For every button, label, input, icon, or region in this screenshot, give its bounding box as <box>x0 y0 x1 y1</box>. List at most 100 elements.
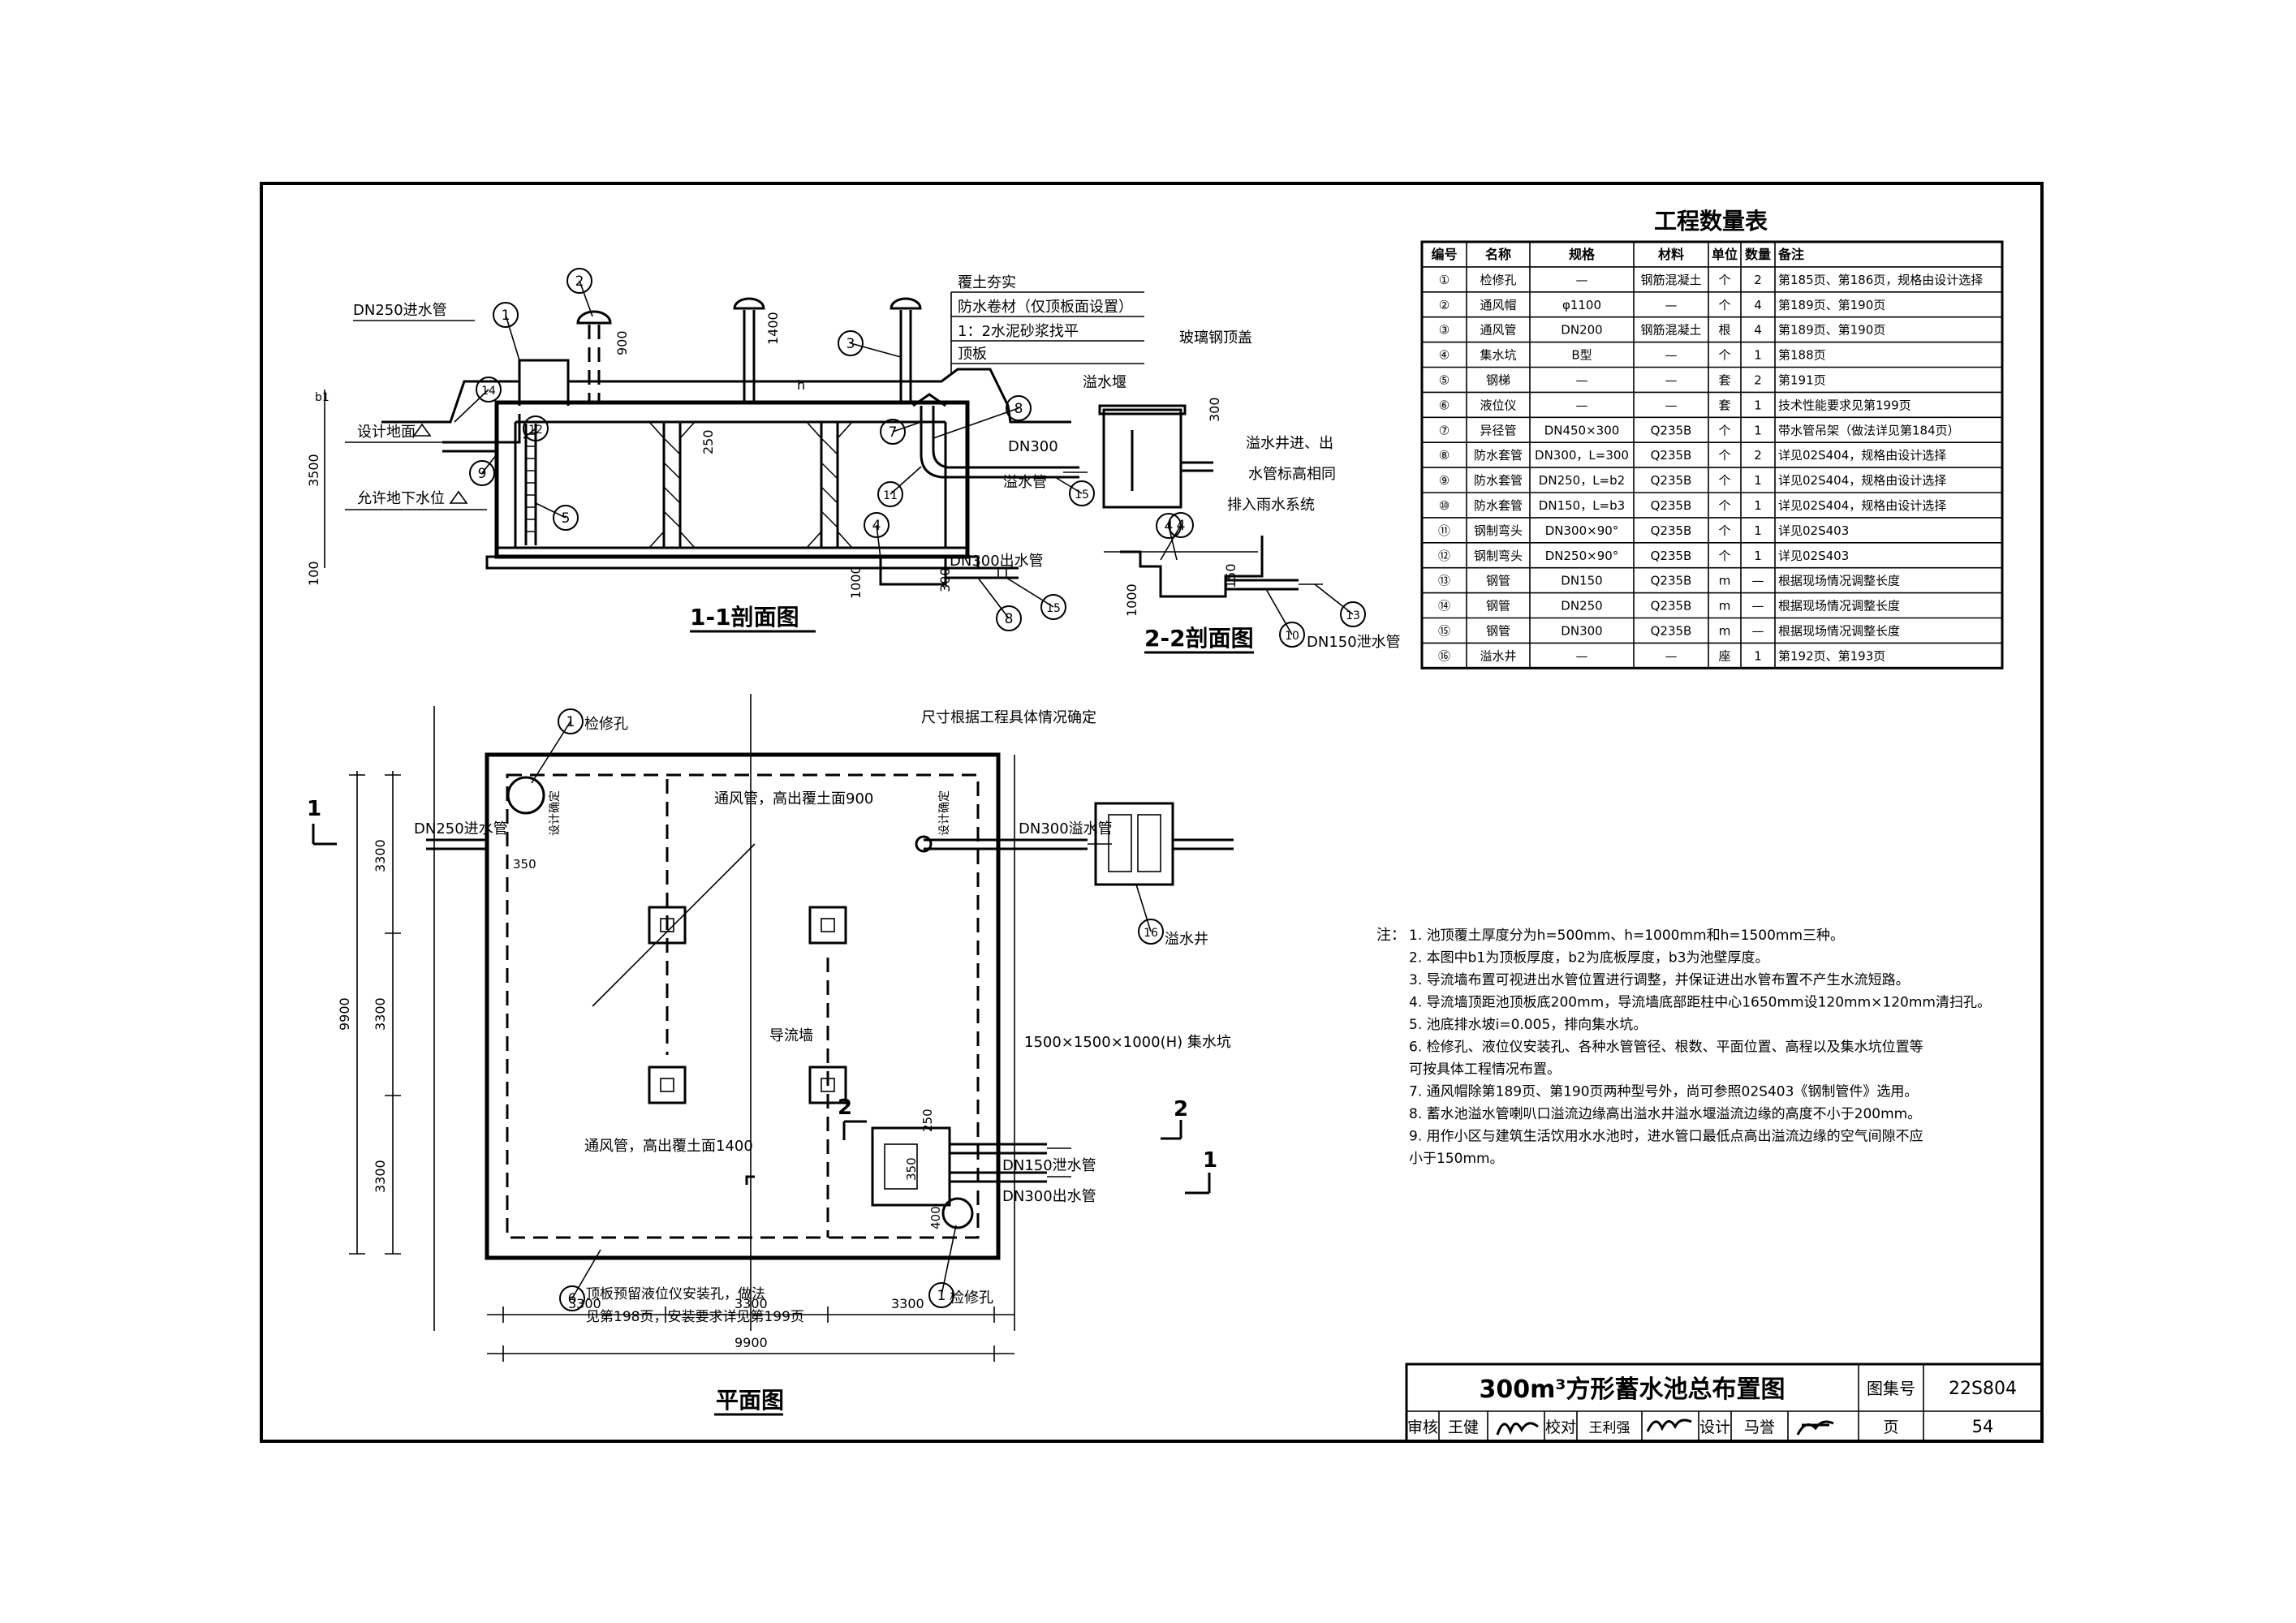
callout-circle <box>928 1282 954 1308</box>
table-cell: 钢管 <box>1486 574 1510 588</box>
callout-number: 15 <box>1046 602 1061 615</box>
note-line: 可按具体工程情况布置。 <box>1409 1061 1561 1078</box>
callout-circle <box>1340 601 1366 627</box>
review-label: 审核 <box>1407 1419 1438 1436</box>
callout-circle <box>559 1285 585 1311</box>
table-cell: 异径管 <box>1480 423 1516 437</box>
table-cell: Q235B <box>1651 423 1692 437</box>
table-cell: 第185页、第186页，规格由设计选择 <box>1778 273 1983 287</box>
callout-circle <box>558 708 584 734</box>
table-cell: ⑥ <box>1439 398 1450 412</box>
level-note: 顶板预留液位仪安装孔，做法 <box>586 1286 765 1302</box>
reviewer-signature <box>1496 1422 1539 1436</box>
callout-number: 12 <box>528 424 543 437</box>
to-well-label: 水管标高相同 <box>1248 466 1336 483</box>
table-cell: 4 <box>1754 323 1762 338</box>
table-cell: 防水套管 <box>1474 448 1523 463</box>
table-cell: 钢管 <box>1486 599 1510 613</box>
table-cell: 1 <box>1754 648 1762 663</box>
table-cell: 详见02S403 <box>1778 523 1849 538</box>
table-cell: ③ <box>1439 323 1450 338</box>
table-cell: Q235B <box>1651 549 1692 563</box>
atlas-number: 22S804 <box>1949 1379 2017 1399</box>
table-cell: ⑯ <box>1438 648 1450 663</box>
table-cell: φ1100 <box>1562 298 1601 312</box>
manhole-label: 检修孔 <box>950 1289 993 1307</box>
callout-circle <box>880 419 906 445</box>
table-cell: 2 <box>1754 273 1762 287</box>
inlet-pipe-label: DN250进水管 <box>353 302 447 319</box>
dim-label: 3500 <box>306 454 321 487</box>
dim-label: 150 <box>1223 563 1238 588</box>
table-cell: Q235B <box>1651 574 1692 588</box>
callout-leader <box>890 466 922 495</box>
section-2-2-outline <box>1120 536 1264 598</box>
table-cell: 1 <box>1754 523 1762 538</box>
table-cell: — <box>1665 648 1678 663</box>
table-cell: Q235B <box>1651 448 1692 463</box>
callout-circle <box>864 512 890 538</box>
callout-circle <box>1069 480 1095 506</box>
size-note: 尺寸根据工程具体情况确定 <box>921 709 1096 726</box>
note-line: 8. 蓄水池溢水管喇叭口溢流边缘高出溢水井溢水堰溢流边缘的高度不小于200mm。 <box>1409 1106 1921 1122</box>
dim-label: 300 <box>1207 397 1222 422</box>
callout-circle <box>493 302 519 328</box>
table-cell: ① <box>1439 273 1450 287</box>
section-mark: 2 <box>838 1096 852 1120</box>
atlas-label: 图集号 <box>1867 1379 1915 1398</box>
callout-leader <box>850 342 902 358</box>
dim-label: 3300 <box>373 1160 388 1193</box>
checker-signature <box>1646 1419 1692 1432</box>
table-cell: 4 <box>1754 298 1762 312</box>
dim-label: 250 <box>920 1109 935 1132</box>
table-cell: ⑫ <box>1438 549 1450 563</box>
dim-label: 1000 <box>1124 583 1139 617</box>
section-2-2: 1000 150 DN150泄水管 2-2剖面图 <box>1104 536 1401 654</box>
callout-number: 1 <box>566 714 575 730</box>
table-cell: B型 <box>1571 348 1592 363</box>
plan-view: 3300 3300 3300 9900 3300 3300 3300 9900 … <box>307 694 1234 1416</box>
vent-cap-icon <box>890 297 922 403</box>
design-fix-label: 设计确定 <box>549 790 562 836</box>
table-cell: — <box>1576 648 1588 663</box>
outlet-pipe-plan-label: DN300出水管 <box>1002 1188 1096 1205</box>
table-cell: DN450×300 <box>1544 423 1620 437</box>
vent-900-label: 通风管，高出覆土面900 <box>714 790 873 807</box>
dim-label: 250 <box>700 429 716 454</box>
dim-label: 9900 <box>734 1335 768 1350</box>
layer-label: 顶板 <box>958 346 987 363</box>
overflow-well-label: 溢水井 <box>1165 931 1208 948</box>
design-label: 设计 <box>1699 1419 1730 1436</box>
callout-leader <box>523 428 536 439</box>
table-header-cell: 名称 <box>1485 247 1511 262</box>
table-cell: 根据现场情况调整长度 <box>1778 574 1900 588</box>
note-line: 9. 用作小区与建筑生活饮用水水池时，进水管口最低点高出溢流边缘的空气间隙不应 <box>1409 1129 1923 1145</box>
table-header-cell: 规格 <box>1569 247 1596 262</box>
layer-label: 1：2水泥砂浆找平 <box>958 323 1079 340</box>
column-left <box>648 420 696 549</box>
manhole-label: 检修孔 <box>584 716 628 733</box>
callout-number: 16 <box>1144 927 1158 940</box>
callout-number: 5 <box>562 510 571 527</box>
section-mark: 1 <box>307 797 321 821</box>
callout-circle <box>1168 512 1194 538</box>
outlet-pipe-plan <box>950 1171 1047 1183</box>
note-line: 5. 池底排水坡i=0.005，排向集水坑。 <box>1409 1017 1647 1033</box>
section-mark: 2 <box>1174 1097 1188 1121</box>
callout-leader <box>977 577 1010 619</box>
table-cell: ⑩ <box>1439 498 1450 513</box>
overflow-pipe-plan-label: DN300溢水管 <box>1019 820 1113 837</box>
callout-circle <box>1040 594 1066 620</box>
column-plan <box>808 1065 847 1104</box>
callout-leader <box>1314 583 1354 615</box>
table-cell: 2 <box>1754 373 1762 388</box>
table-header-cell: 编号 <box>1431 247 1457 262</box>
design-ground-label: 设计地面 <box>357 424 416 441</box>
overflow-well-plan <box>1094 802 1234 886</box>
layer-label: 覆土夯实 <box>958 274 1016 291</box>
note-line: 2. 本图中b1为顶板厚度，b2为底板厚度，b3为池壁厚度。 <box>1409 950 1768 966</box>
callout-circle <box>1156 513 1182 539</box>
table-cell: 第191页 <box>1778 373 1826 388</box>
table-cell: 1 <box>1754 549 1762 563</box>
